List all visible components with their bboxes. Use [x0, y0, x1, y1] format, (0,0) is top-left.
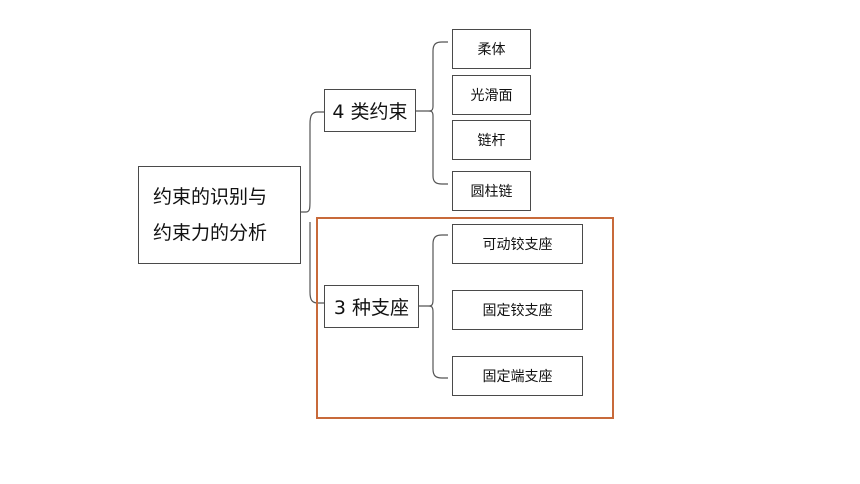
leaf-flexible-body: 柔体 — [452, 29, 531, 69]
root-topic-line-1: 约束的识别与 — [153, 186, 268, 208]
leaf-cylindrical-hinge: 圆柱链 — [452, 171, 531, 211]
support-group-highlight — [316, 217, 614, 419]
leaf-roller-support: 可动铰支座 — [452, 224, 583, 264]
category-supports: 3 种支座 — [324, 285, 419, 328]
leaf-pinned-support: 固定铰支座 — [452, 290, 583, 330]
category-b-bracket — [419, 234, 448, 379]
root-topic-line-2: 约束力的分析 — [153, 222, 268, 244]
leaf-fixed-support: 固定端支座 — [452, 356, 583, 396]
leaf-smooth-surface: 光滑面 — [452, 75, 531, 115]
category-constraints: 4 类约束 — [324, 89, 416, 132]
leaf-link-rod: 链杆 — [452, 120, 531, 160]
root-topic: 约束的识别与 约束力的分析 — [138, 166, 301, 264]
category-a-bracket — [416, 41, 448, 185]
